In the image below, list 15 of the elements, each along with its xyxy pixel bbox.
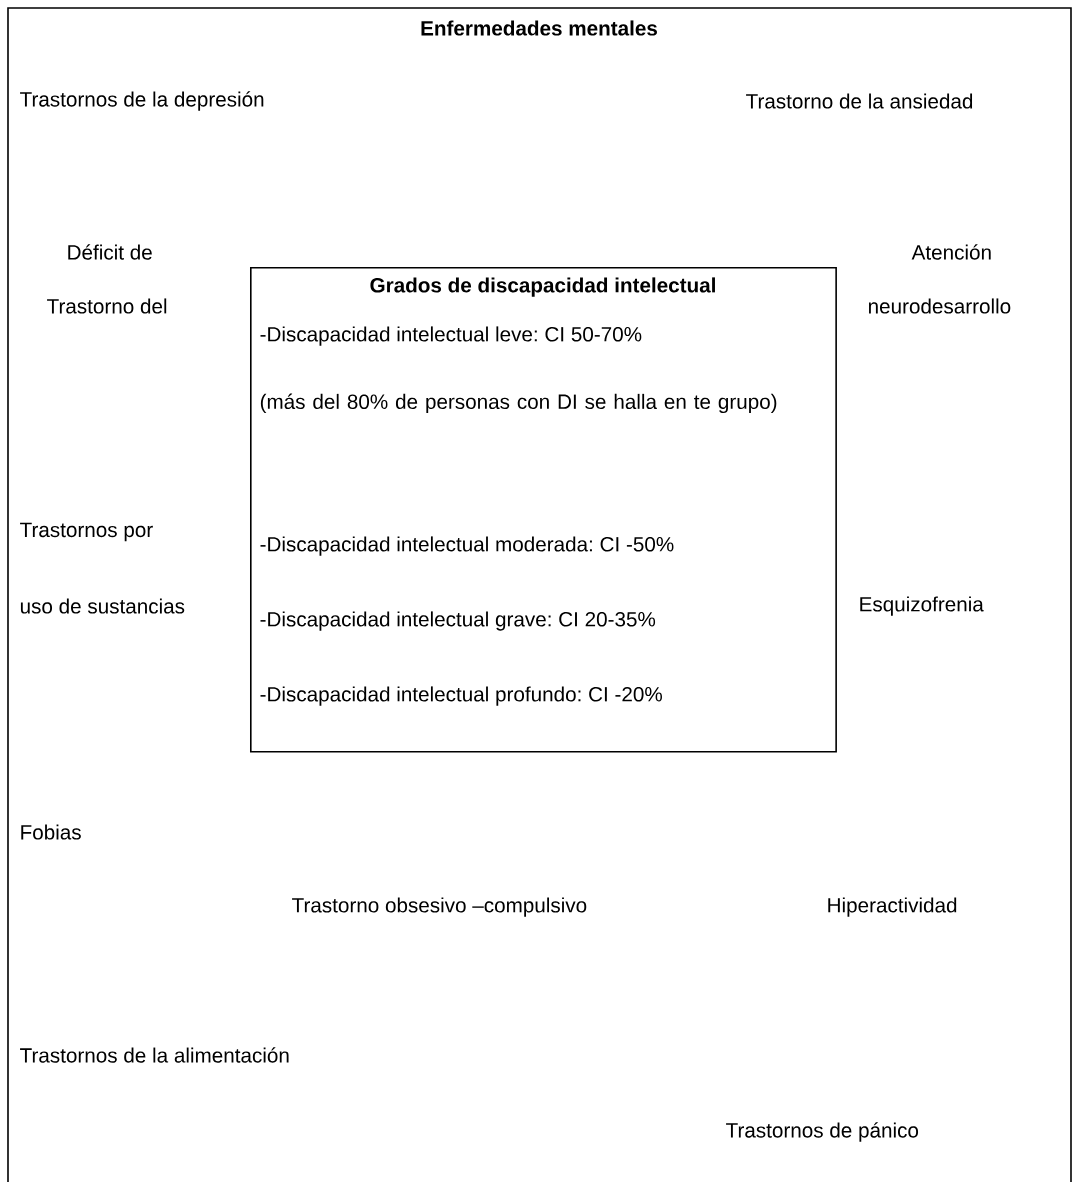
label: Trastornos por bbox=[20, 522, 153, 542]
label: Atención bbox=[911, 244, 991, 260]
label: Trastorno de la ansiedad bbox=[746, 93, 973, 109]
label: Déficit de bbox=[68, 244, 152, 260]
label: Hiperactividad bbox=[828, 897, 957, 917]
label: Trastornos de la alimentación bbox=[20, 1047, 289, 1063]
label: Trastornos de la depresión bbox=[20, 91, 264, 111]
label: Trastorno obsesivo –compulsivo bbox=[292, 897, 587, 917]
label: Esquizofrenia bbox=[860, 596, 984, 616]
label: Trastornos de pánico bbox=[726, 1122, 919, 1142]
text-box: Grados de discapacidad intelectual -Discapacidad intelectual leve: CI 50-70% (más del 80% de personas con DI se halla en te grupo) -Discapacidad intelectual moderada: CI -50% -Discapacidad intelectual grave: CI 20-35% -Discapacidad intelectual profundo: CI -20% bbox=[250, 267, 837, 753]
label: neurodesarrollo bbox=[869, 298, 1011, 314]
label: Fobias bbox=[21, 824, 81, 840]
label: uso de sustancias bbox=[20, 598, 185, 614]
label: Trastorno del bbox=[47, 298, 167, 314]
